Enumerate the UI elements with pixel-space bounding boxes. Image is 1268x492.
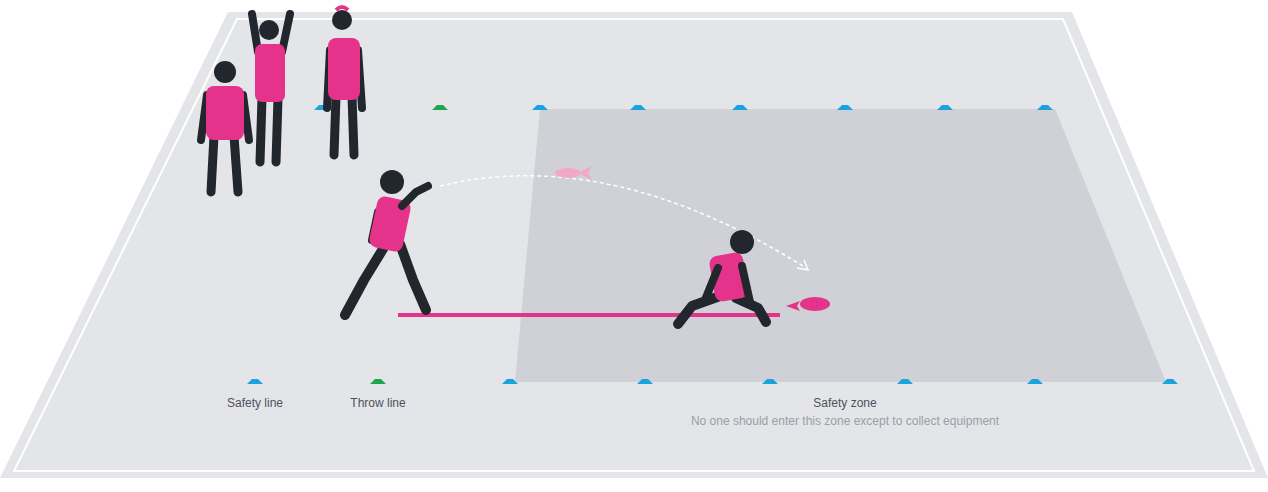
javelin-fins (578, 166, 592, 180)
legs (260, 98, 278, 162)
legs (211, 136, 238, 192)
line-label: Throw line (350, 396, 405, 410)
waiting-person (252, 14, 290, 162)
field-ground (0, 12, 1268, 478)
arms (705, 266, 750, 302)
javelin-body (800, 297, 830, 311)
flight-arrowhead (797, 260, 808, 270)
field-border (14, 19, 1254, 471)
flight-path (440, 176, 806, 268)
javelin-body (555, 168, 581, 178)
legs (334, 96, 354, 155)
javelin-in-flight (555, 166, 592, 180)
javelin-fins (786, 301, 800, 311)
legs (345, 244, 426, 315)
head (730, 230, 754, 254)
waiting-person (201, 61, 249, 192)
zone-note: No one should enter this zone except to … (691, 414, 999, 428)
head (259, 20, 279, 40)
vest (206, 86, 244, 140)
vest (328, 38, 360, 100)
head (380, 170, 404, 194)
safety-cone (247, 105, 1178, 384)
head (332, 10, 352, 30)
vest (255, 44, 285, 102)
throwing-person (345, 170, 428, 315)
zone-label: Safety zone (813, 396, 876, 410)
throwing-arm (402, 186, 428, 206)
safety-zone (515, 109, 1166, 382)
measuring-tape (398, 313, 780, 317)
landed-javelin (786, 297, 830, 311)
headband (336, 7, 348, 10)
line-label: Safety line (227, 396, 283, 410)
head (214, 61, 236, 83)
collecting-person (678, 230, 766, 324)
waiting-person (327, 7, 362, 155)
